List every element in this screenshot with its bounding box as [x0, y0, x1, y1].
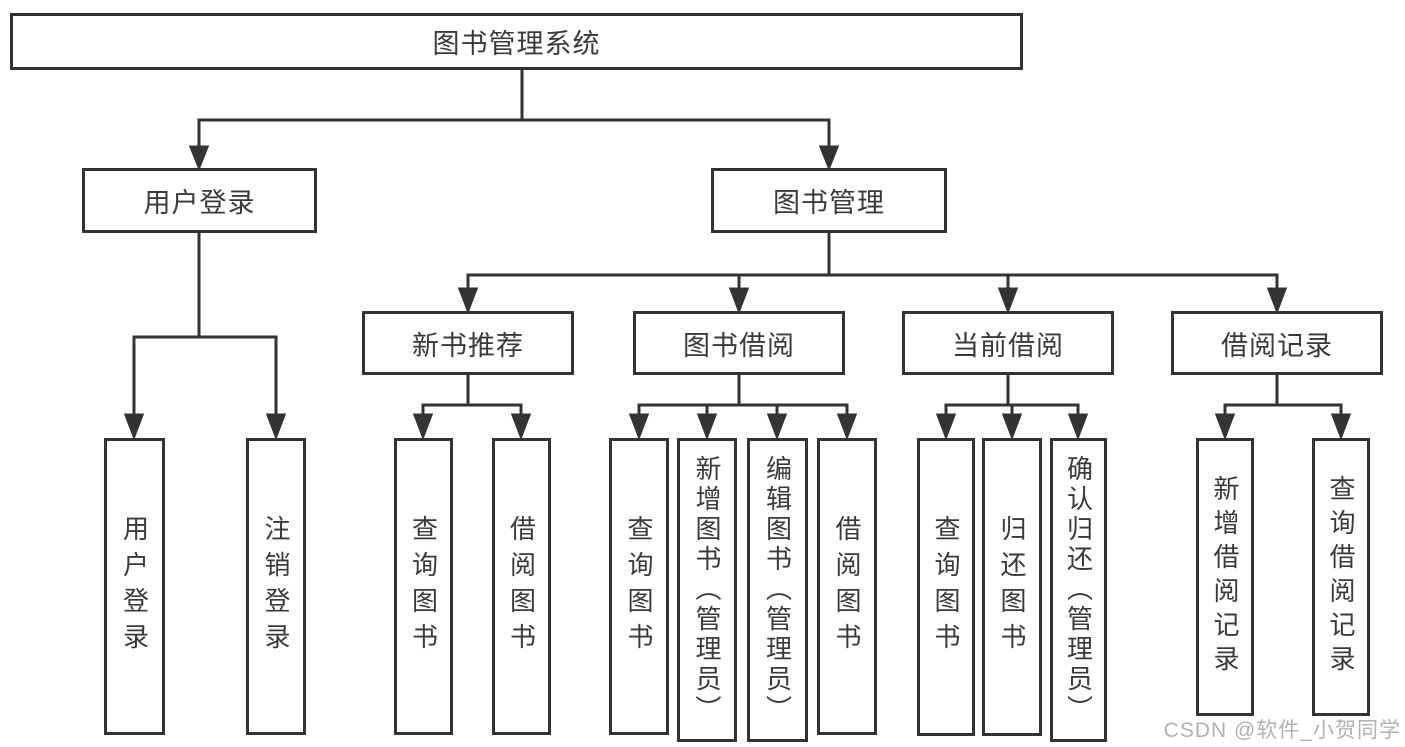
node-leaf-query-book-newrec-label: 查询图书 — [408, 514, 439, 659]
node-leaf-query-record: 查询借阅记录 — [1312, 438, 1370, 716]
node-leaf-query-record-label: 查询借阅记录 — [1326, 475, 1356, 679]
node-leaf-query-book-borrow-label: 查询图书 — [624, 514, 654, 659]
node-leaf-user-login: 用户登录 — [104, 438, 165, 735]
node-leaf-query-book-borrow: 查询图书 — [609, 438, 669, 735]
node-leaf-query-book-current: 查询图书 — [917, 438, 975, 736]
connector-book-mgmt-split — [457, 233, 1288, 315]
node-borrow-record: 借阅记录 — [1171, 311, 1383, 375]
node-leaf-edit-book: 编辑图书（管理员） — [747, 438, 808, 742]
node-book-mgmt: 图书管理 — [711, 168, 947, 233]
connector-new-book-rec-split — [412, 375, 532, 441]
watermark: CSDN @软件_小贺同学 — [1163, 719, 1401, 742]
node-borrow-record-label: 借阅记录 — [1221, 330, 1333, 361]
node-root-label: 图书管理系统 — [432, 29, 601, 59]
node-current-borrow-label: 当前借阅 — [952, 330, 1064, 361]
node-leaf-add-book: 新增图书（管理员） — [677, 438, 737, 742]
node-leaf-query-book-newrec: 查询图书 — [394, 438, 453, 735]
node-leaf-borrow-book-newrec: 借阅图书 — [492, 438, 551, 735]
node-leaf-logout-label: 注销登录 — [261, 514, 291, 659]
node-book-borrow: 图书借阅 — [633, 311, 845, 375]
node-book-mgmt-label: 图书管理 — [773, 188, 885, 218]
node-user-login: 用户登录 — [82, 168, 317, 233]
node-leaf-logout: 注销登录 — [246, 438, 306, 735]
node-leaf-borrow-book-borrow: 借阅图书 — [817, 438, 877, 735]
node-new-book-rec: 新书推荐 — [362, 311, 574, 375]
node-leaf-add-record: 新增借阅记录 — [1196, 438, 1254, 716]
node-leaf-add-book-label: 新增图书（管理员） — [692, 455, 722, 725]
connector-book-borrow-split — [628, 375, 858, 441]
node-leaf-query-book-current-label: 查询图书 — [931, 515, 961, 659]
node-leaf-borrow-book-newrec-label: 借阅图书 — [506, 514, 537, 659]
node-leaf-edit-book-label: 编辑图书（管理员） — [762, 455, 793, 725]
connector-root-to-level2 — [188, 69, 840, 172]
connector-user-login-split — [123, 233, 287, 441]
node-book-borrow-label: 图书借阅 — [683, 330, 795, 361]
node-root: 图书管理系统 — [10, 13, 1023, 70]
node-user-login-label: 用户登录 — [143, 188, 256, 218]
connector-current-borrow-split — [935, 375, 1089, 441]
connector-borrow-record-split — [1214, 375, 1352, 441]
node-leaf-return-book: 归还图书 — [982, 438, 1042, 736]
node-leaf-borrow-book-borrow-label: 借阅图书 — [832, 514, 862, 659]
node-current-borrow: 当前借阅 — [902, 311, 1114, 375]
node-new-book-rec-label: 新书推荐 — [412, 330, 524, 361]
node-leaf-user-login-label: 用户登录 — [119, 514, 150, 659]
node-leaf-confirm-return-label: 确认归还（管理员） — [1063, 455, 1094, 725]
node-leaf-confirm-return: 确认归还（管理员） — [1050, 438, 1107, 742]
node-leaf-return-book-label: 归还图书 — [997, 515, 1027, 659]
node-leaf-add-record-label: 新增借阅记录 — [1210, 475, 1240, 679]
